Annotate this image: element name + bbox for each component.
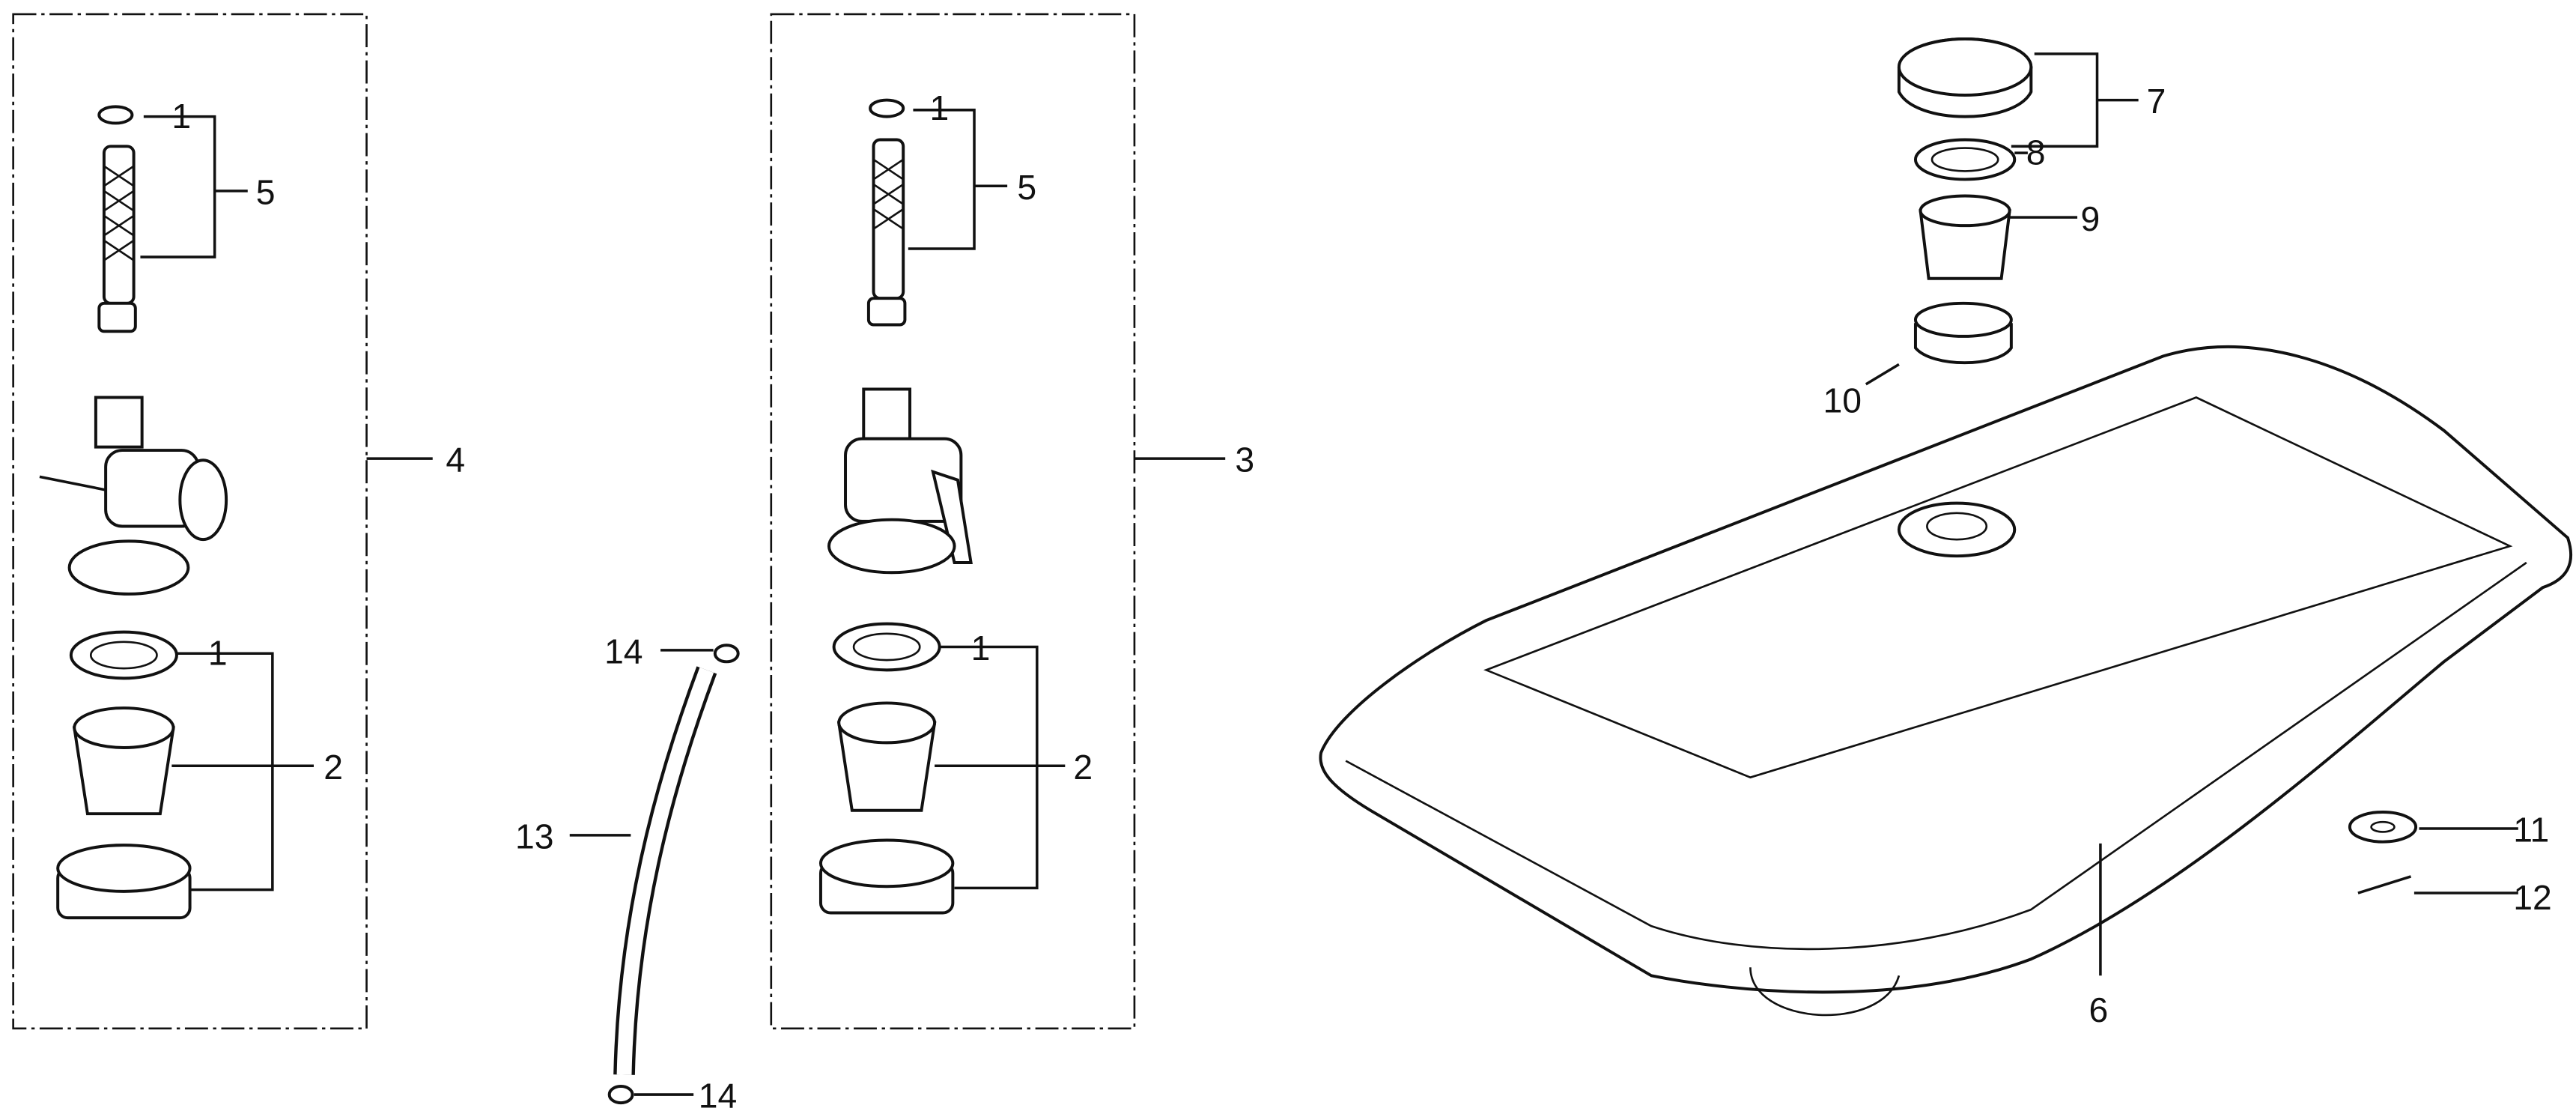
callout-1: 1 — [171, 97, 191, 136]
callout-3: 3 — [1235, 441, 1254, 479]
middle-valve-assembly: 1 5 1 2 3 — [770, 13, 1254, 1030]
fuel-cap — [1897, 37, 2033, 118]
callout-6: 6 — [2089, 990, 2108, 1029]
assembly-frame — [12, 13, 368, 1030]
callout-5: 5 — [1017, 168, 1036, 207]
seal-ring — [869, 98, 905, 118]
hose-clip — [713, 644, 740, 664]
callout-1: 1 — [929, 88, 949, 127]
fuel-tank-assembly: 7 8 9 10 6 11 12 — [1319, 37, 2572, 1029]
assembly-frame — [770, 13, 1136, 1030]
seal-ring — [97, 105, 134, 125]
callout-1: 1 — [208, 634, 228, 673]
bolt — [2357, 875, 2412, 894]
callout-2: 2 — [1073, 748, 1093, 787]
callout-10: 10 — [1823, 381, 1862, 420]
fuel-hose: 14 13 14 — [515, 632, 740, 1116]
cap-gasket — [1913, 138, 2017, 181]
callout-11: 11 — [2513, 811, 2549, 850]
callout-5: 5 — [256, 173, 276, 212]
fuel-tank — [1319, 345, 2572, 994]
filler-neck — [1897, 501, 2017, 558]
hose-clip — [607, 1085, 634, 1105]
callout-8: 8 — [2026, 133, 2046, 172]
callout-9: 9 — [2080, 199, 2100, 238]
callout-7: 7 — [2147, 82, 2166, 121]
callout-12: 12 — [2513, 878, 2552, 917]
callout-2: 2 — [323, 748, 343, 787]
callout-4: 4 — [446, 441, 465, 479]
left-valve-assembly: 1 5 1 2 4 — [12, 13, 465, 1030]
o-ring — [832, 622, 941, 672]
fuel-valve — [39, 396, 228, 596]
o-ring — [69, 630, 178, 680]
callout-1: 1 — [971, 629, 991, 668]
fuel-valve — [827, 387, 973, 575]
callout-14: 14 — [604, 632, 643, 671]
callout-13: 13 — [515, 817, 554, 856]
cushion — [2348, 811, 2418, 844]
callout-14: 14 — [699, 1077, 738, 1116]
